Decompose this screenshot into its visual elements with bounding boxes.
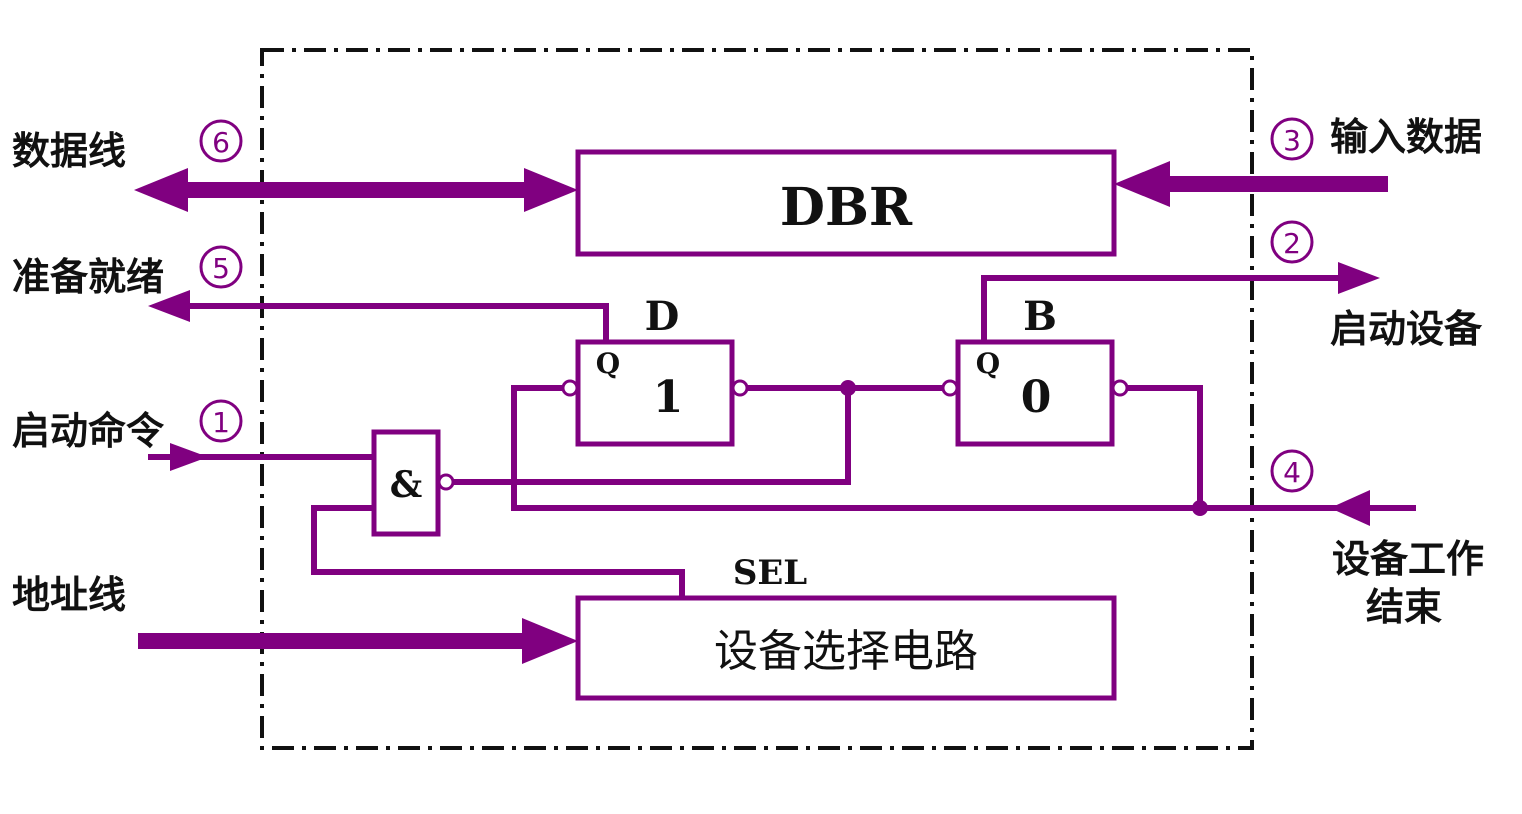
device-select-circuit: [575, 595, 1117, 701]
dbr-register: [575, 149, 1117, 257]
start-device-label: 启动设备: [1330, 307, 1483, 351]
and-output-wire: [452, 388, 851, 485]
interface-boundary: [260, 48, 1254, 750]
junction-dot: [1192, 500, 1208, 516]
b-q-label: Q: [976, 347, 1000, 380]
sel-label: SEL: [733, 553, 807, 593]
ready-label: 准备就绪: [12, 255, 164, 299]
start-device-wire: [981, 262, 1380, 342]
address-bus-arrow: [138, 618, 578, 664]
device-select-label: 设备选择电路: [714, 626, 978, 677]
d-value: 1: [653, 372, 684, 423]
svg-text:2: 2: [1283, 227, 1301, 260]
and-gate: [371, 429, 441, 537]
junction-dot: [840, 380, 856, 396]
b-label: B: [1023, 293, 1057, 340]
start-command-label: 启动命令: [12, 409, 165, 453]
d-flip-flop: [575, 339, 735, 447]
and-gate-symbol: &: [390, 464, 423, 506]
sel-wire: [311, 505, 685, 598]
d-q-label: Q: [596, 347, 620, 380]
dbr-label: DBR: [780, 177, 913, 238]
svg-text:3: 3: [1283, 124, 1301, 157]
d-output-bubble: [731, 379, 749, 397]
b-flip-flop: [955, 339, 1115, 447]
step-marker-5: 5: [199, 245, 243, 289]
d-input-bubble: [561, 379, 579, 397]
b-output-wire: [1126, 385, 1203, 508]
step-marker-4: 4: [1270, 449, 1314, 493]
b-input-bubble: [941, 379, 959, 397]
ready-wire: [148, 290, 609, 342]
work-done-wire: [511, 385, 1416, 526]
step-marker-3: 3: [1270, 117, 1314, 161]
step-marker-6: 6: [199, 119, 243, 163]
address-line-label: 地址线: [12, 573, 126, 617]
work-done-label-line2: 结束: [1366, 585, 1442, 629]
b-value: 0: [1021, 372, 1052, 423]
data-bus-arrow: [134, 168, 578, 212]
start-command-wire: [148, 443, 372, 471]
svg-text:4: 4: [1283, 456, 1301, 489]
step-marker-2: 2: [1270, 220, 1314, 264]
b-output-bubble: [1111, 379, 1129, 397]
and-output-bubble: [437, 473, 455, 491]
input-data-arrow: [1114, 161, 1388, 207]
step-marker-1: 1: [199, 399, 243, 443]
input-data-label: 输入数据: [1330, 115, 1482, 159]
work-done-label-line1: 设备工作: [1332, 537, 1484, 581]
svg-text:6: 6: [212, 126, 230, 159]
svg-text:1: 1: [212, 406, 230, 439]
svg-text:5: 5: [212, 252, 230, 285]
data-line-label: 数据线: [12, 129, 126, 173]
d-label: D: [645, 293, 680, 340]
